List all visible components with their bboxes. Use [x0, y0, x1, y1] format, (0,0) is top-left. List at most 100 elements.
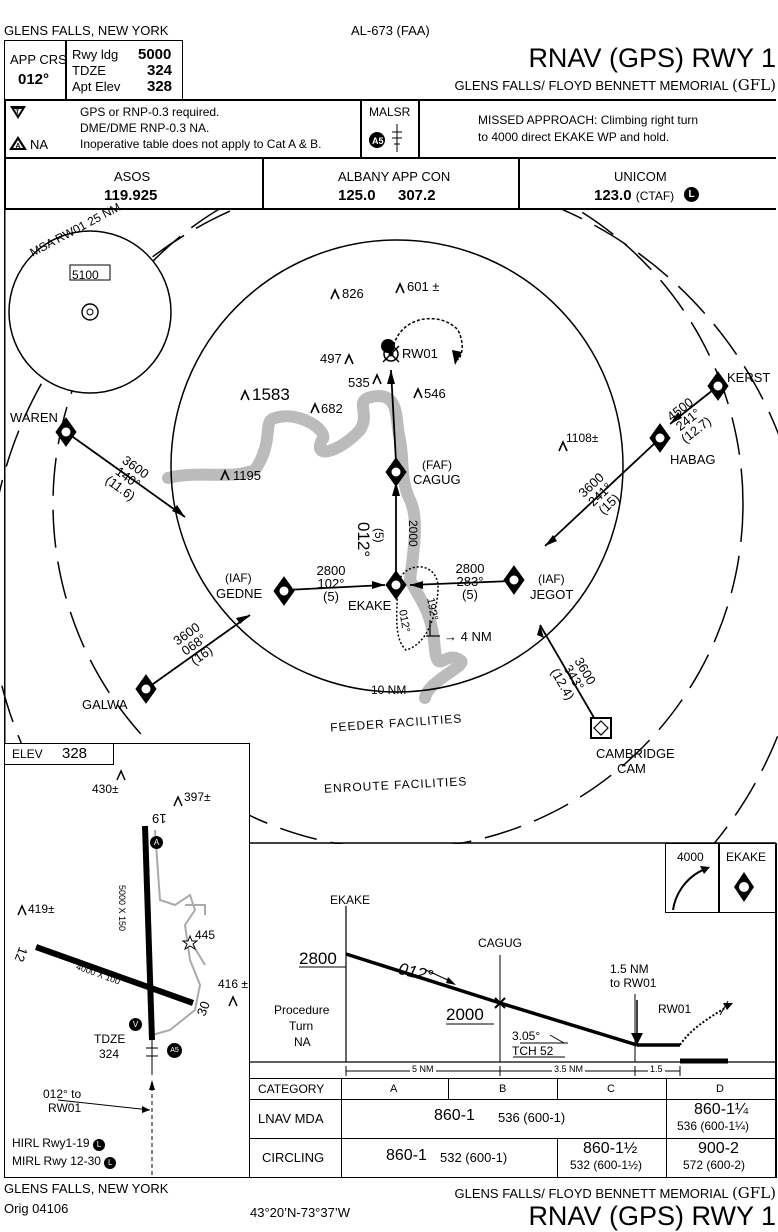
apt-elev-label: Apt Elev [72, 79, 121, 94]
gedne-leg: 2800 102° (5) [308, 564, 354, 603]
obstacle-546: 546 [424, 386, 446, 401]
lnav-d-main: 860-1¼ [694, 1101, 749, 1118]
unicom-freq: 123.0 [594, 187, 632, 204]
beacon-icon [181, 934, 199, 951]
obstacle-icon [310, 402, 320, 414]
hirl-text: HIRL Rwy1-19 [12, 1136, 90, 1150]
obstacle-826: 826 [342, 286, 364, 301]
approach-freq-1: 125.0 [338, 187, 376, 204]
rule [250, 1177, 776, 1179]
pilot-lighting-icon: L [92, 1139, 105, 1151]
obstacle-icon [116, 769, 126, 781]
procedure-id: AL-673 (FAA) [351, 23, 430, 38]
cambridge-label-1: CAMBRIDGE [596, 746, 675, 761]
obstacle-icon [220, 469, 230, 481]
obstacle-icon [372, 373, 382, 385]
jegot-iaf-tag: (IAF) [538, 572, 565, 586]
segment-2-dist: 3.5 NM [552, 1064, 586, 1074]
rwy-1-19-dims: 5000 X 150 [117, 885, 127, 932]
rule [4, 99, 6, 209]
category-label: CATEGORY [258, 1082, 325, 1096]
gedne-iaf-tag: (IAF) [225, 571, 252, 585]
obstacle-535: 535 [348, 375, 370, 390]
hold-leg-length: → 4 NM [444, 629, 492, 644]
lnav-label: LNAV MDA [258, 1111, 324, 1126]
rule [448, 1078, 450, 1100]
jegot-label: JEGOT [530, 587, 574, 602]
segment-3-dist: 1.5 [648, 1064, 665, 1074]
hold-fix-icon [734, 872, 754, 902]
profile-ekake: EKAKE [330, 893, 371, 907]
procedure-turn-1: Procedure [274, 1003, 330, 1017]
waren-track [65, 431, 186, 518]
note-3: Inoperative table does not apply to Cat … [80, 137, 322, 151]
map-distance-1: 1.5 NM [610, 962, 649, 976]
ekake-fix-icon [385, 570, 407, 600]
obstacle-430: 430± [92, 782, 119, 796]
elev-box [4, 743, 114, 765]
profile-cagug-alt: 2000 [446, 1005, 484, 1024]
hold-altitude: 4000 [677, 850, 704, 864]
final-course: 012° [354, 522, 373, 558]
rw01-label: RW01 [402, 346, 438, 361]
approach-control-label: ALBANY APP CON [338, 169, 451, 184]
descent-segment-2 [499, 1001, 638, 1047]
malsr-icon: A5 [369, 124, 402, 152]
obstacle-icon [173, 795, 183, 807]
obstacle-icon [395, 282, 405, 294]
course-note-2: RW01 [48, 1101, 82, 1115]
circling-c-main: 860-1½ [583, 1140, 638, 1157]
rw01-badge-icon [381, 339, 395, 353]
faf-tag: (FAF) [422, 458, 452, 472]
obstacle-icon [17, 904, 27, 916]
tdze-label: TDZE [72, 63, 106, 78]
note-1: GPS or RNP-0.3 required. [80, 105, 220, 119]
descent-segment-1 [345, 952, 501, 1005]
climb-arrow [672, 867, 709, 911]
cambridge-label-2: CAM [617, 761, 646, 776]
rule [4, 157, 776, 159]
rule [250, 1099, 776, 1101]
rwy19-lighting-badge: A [150, 836, 163, 849]
cam-track [539, 624, 601, 729]
feeder-ring [52, 209, 744, 844]
procedure-turn-3: NA [294, 1035, 311, 1049]
ekake-label: EKAKE [348, 598, 392, 613]
final-altitude: 2000 [406, 520, 420, 547]
habag-fix-icon [649, 423, 671, 453]
msa-box [69, 264, 111, 281]
cagug-label: CAGUG [413, 472, 461, 487]
procedure-turn-2: Turn [289, 1019, 314, 1033]
circling-label: CIRCLING [262, 1150, 325, 1165]
gedne-fix-icon [273, 576, 295, 606]
lighting-label: MALSR [369, 105, 411, 119]
segment-1-dist: 5 NM [410, 1064, 436, 1074]
msa-airport-icon [81, 303, 99, 321]
tch: TCH 52 [512, 1044, 554, 1058]
tdze-value: 324 [147, 62, 173, 79]
apt-elev-value: 328 [147, 78, 173, 95]
cat-b: B [499, 1083, 507, 1095]
footer-orig: Orig 04106 [4, 1201, 69, 1216]
galwa-label: GALWA [82, 697, 128, 712]
obstacle-397: 397± [184, 790, 211, 804]
habag-label: HABAG [670, 452, 716, 467]
jegot-fix-icon [503, 565, 525, 595]
svg-text:T: T [16, 110, 20, 116]
rule [557, 1078, 559, 1100]
gedne-leg-dist: (5) [323, 589, 339, 604]
header-location: GLENS FALLS, NEW YORK [4, 23, 169, 38]
tdze-sketch-label: TDZE [94, 1032, 126, 1046]
glidepath-angle: 3.05° [512, 1029, 541, 1043]
final-track-2 [390, 369, 397, 463]
app-crs-value: 012° [18, 71, 50, 88]
gedne-leg-crs: 102° [317, 576, 345, 591]
footer-airport-ident: (GFL) [731, 1184, 776, 1202]
obstacle-445: 445 [195, 928, 216, 942]
gedne-label: GEDNE [216, 586, 263, 601]
ctaf-icon: L [684, 187, 699, 202]
obstacle-icon [228, 995, 238, 1007]
rule [666, 1078, 668, 1178]
obstacle-1583: 1583 [252, 385, 290, 404]
waren-fix-icon [55, 417, 77, 447]
